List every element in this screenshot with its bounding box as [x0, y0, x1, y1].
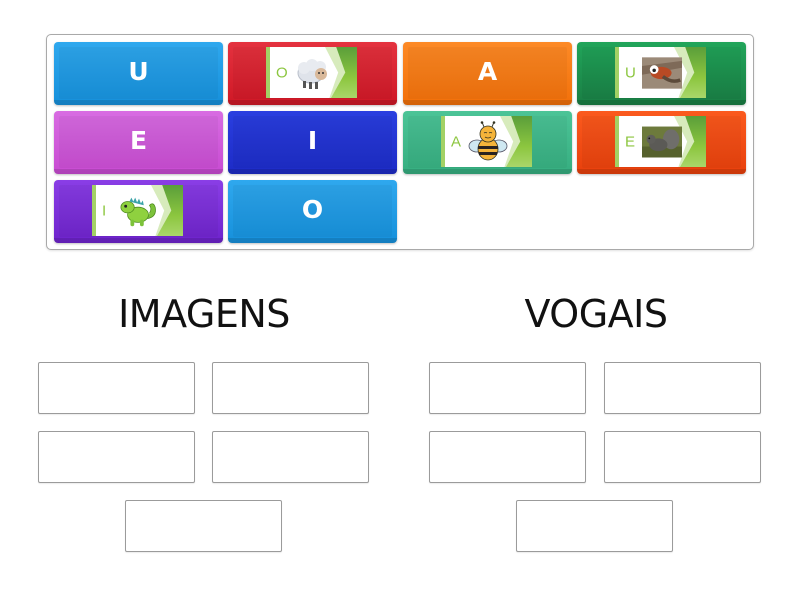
tile-letter-a[interactable]: A [403, 42, 572, 105]
group-title-imagens: IMAGENS [118, 292, 290, 336]
red-panda-photo-icon [642, 54, 682, 91]
drop-zone-imagens-4[interactable] [212, 431, 369, 483]
card-letter: U [625, 64, 636, 81]
drop-zone-vogais-1[interactable] [429, 362, 586, 414]
drop-zone-imagens-2[interactable] [212, 362, 369, 414]
bee-icon [468, 120, 508, 160]
tile-image-sheep[interactable]: O [228, 42, 397, 105]
tile-image-iguana[interactable]: I [54, 180, 223, 243]
tile-letter-o[interactable]: O [228, 180, 397, 243]
tile-label: U [128, 57, 149, 86]
card-letter: I [102, 202, 107, 219]
image-card: A [441, 116, 532, 167]
tile-letter-u[interactable]: U [54, 42, 223, 105]
tile-label: E [129, 126, 148, 155]
drop-zone-vogais-2[interactable] [604, 362, 761, 414]
tile-image-squirrel[interactable]: E [577, 111, 746, 174]
drop-zone-imagens-1[interactable] [38, 362, 195, 414]
tile-letter-i[interactable]: I [228, 111, 397, 174]
drop-zone-vogais-4[interactable] [604, 431, 761, 483]
card-letter: A [451, 133, 462, 150]
card-letter: O [276, 64, 288, 81]
tile-image-panda[interactable]: U [577, 42, 746, 105]
drop-zone-imagens-3[interactable] [38, 431, 195, 483]
image-card: I [92, 185, 183, 236]
card-letter: E [625, 133, 636, 150]
tile-label: A [477, 57, 498, 86]
iguana-icon [119, 192, 159, 229]
group-title-vogais: VOGAIS [524, 292, 668, 336]
squirrel-photo-icon [642, 123, 682, 160]
image-card: E [615, 116, 706, 167]
tile-label: O [301, 195, 324, 224]
drop-zone-vogais-3[interactable] [429, 431, 586, 483]
sheep-icon [293, 54, 333, 91]
tile-letter-e[interactable]: E [54, 111, 223, 174]
tile-tray: U O A U [46, 34, 754, 250]
tile-label: I [307, 126, 318, 155]
drop-zone-vogais-5[interactable] [516, 500, 673, 552]
image-card: U [615, 47, 706, 98]
tile-image-bee[interactable]: A [403, 111, 572, 174]
drop-zone-imagens-5[interactable] [125, 500, 282, 552]
image-card: O [266, 47, 357, 98]
